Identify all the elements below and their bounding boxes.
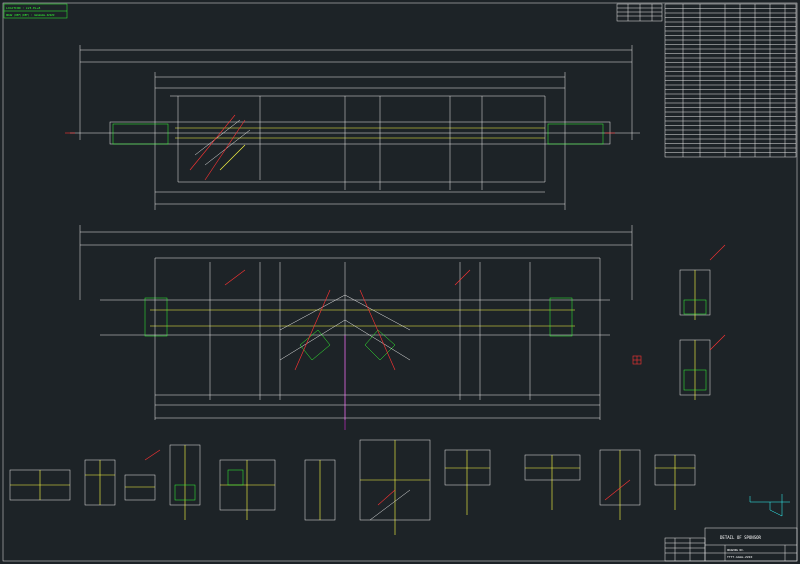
side-section-lower	[679, 334, 726, 400]
ucs-axis-icon	[749, 494, 790, 517]
detail-7	[359, 439, 431, 535]
detail-1	[9, 469, 71, 501]
detail-6	[304, 459, 336, 521]
revision-grid-bottom	[664, 537, 706, 562]
detail-8	[444, 449, 491, 515]
detail-10	[599, 449, 641, 520]
bill-of-materials-table	[664, 3, 797, 158]
location-block: LOCATION : LV3-EL+8 DRAW (REF)(REF) : GG…	[3, 3, 68, 19]
detail-4	[169, 444, 201, 520]
revision-table	[616, 3, 663, 22]
detail-row-bottom	[9, 439, 696, 535]
detail-5	[219, 459, 276, 520]
crosshair-icon	[632, 355, 642, 365]
elevation-view-middle	[79, 225, 633, 430]
location-line-1: LOCATION : LV3-EL+8	[6, 6, 41, 10]
side-section-upper	[679, 244, 726, 320]
detail-11	[654, 454, 696, 510]
plan-view-top	[65, 45, 640, 210]
drawing-title: DETAIL OF SPONSOR	[720, 535, 762, 540]
drawing-number-label: DRAWING NO.	[727, 548, 744, 552]
detail-3	[124, 449, 161, 501]
detail-9	[524, 454, 581, 510]
title-block: DETAIL OF SPONSOR DRAWING NO. TTTT-GGGG-…	[704, 527, 798, 562]
drawing-number: TTTT-GGGG-ZZZZ	[727, 555, 752, 559]
location-line-2: DRAW (REF)(REF) : GGGGGGG-ZZZZZ	[6, 13, 55, 17]
detail-2	[84, 459, 116, 506]
